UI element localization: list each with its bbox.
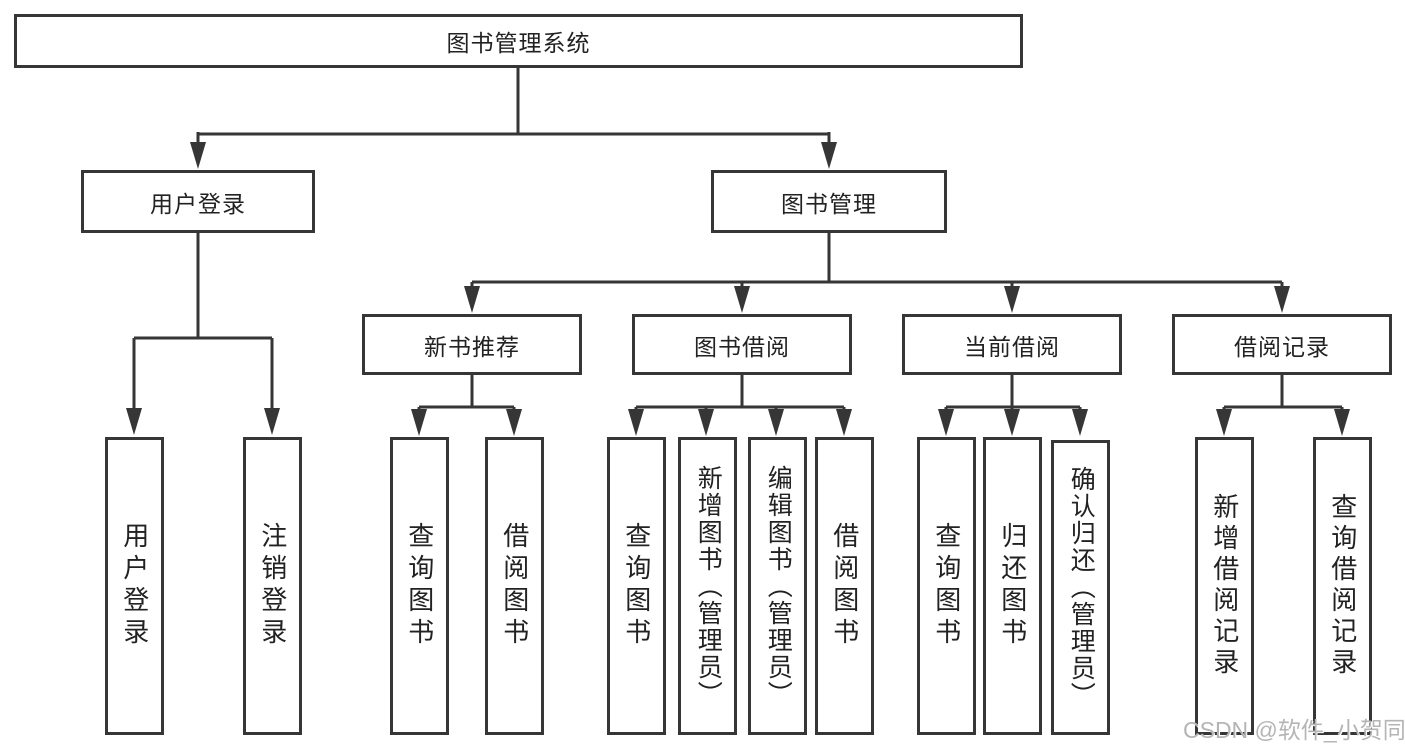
- node-library-management-system: 图书管理系统: [14, 14, 1023, 68]
- watermark: CSDN @软件_小贺同学: [1183, 717, 1405, 743]
- arrowhead-icon: [1274, 286, 1290, 313]
- leaf-logout: 注销登录: [243, 437, 302, 735]
- leaf-label: 借阅图书: [829, 522, 860, 650]
- arrowhead-icon: [628, 409, 644, 436]
- arrowhead-icon: [821, 142, 837, 169]
- connector-user-login-children: [132, 232, 274, 410]
- arrowhead-icon: [506, 409, 522, 436]
- arrowhead-icon: [768, 409, 784, 436]
- leaf-query-borrow-record: 查询借阅记录: [1313, 437, 1372, 735]
- leaf-query-books-2: 查询图书: [607, 437, 666, 735]
- leaf-label: 编辑图书（管理员）: [764, 464, 793, 708]
- leaf-borrow-books-1: 借阅图书: [485, 437, 544, 735]
- arrowhead-icon: [411, 409, 427, 436]
- arrowhead-icon: [126, 408, 142, 435]
- leaf-label: 归还图书: [997, 522, 1028, 650]
- arrowhead-icon: [190, 142, 206, 169]
- node-current-borrowing: 当前借阅: [902, 314, 1122, 375]
- node-new-book-recommend: 新书推荐: [362, 314, 582, 375]
- connector-new-book-children: [417, 375, 516, 411]
- leaf-confirm-return-admin: 确认归还（管理员）: [1051, 440, 1110, 735]
- node-user-login: 用户登录: [81, 170, 315, 233]
- leaf-user-login: 用户登录: [105, 437, 164, 735]
- arrowhead-icon: [698, 409, 714, 436]
- leaf-edit-books-admin: 编辑图书（管理员）: [748, 437, 807, 735]
- leaf-query-books-1: 查询图书: [390, 437, 449, 735]
- arrowhead-icon: [264, 408, 280, 435]
- leaf-query-books-3: 查询图书: [917, 437, 976, 735]
- arrowhead-icon: [734, 286, 750, 313]
- connector-book-mgmt-children: [470, 233, 1284, 288]
- leaf-add-borrow-record: 新增借阅记录: [1195, 437, 1254, 735]
- leaf-label: 确认归还（管理员）: [1067, 466, 1096, 709]
- leaf-label: 新增图书（管理员）: [694, 464, 723, 708]
- arrowhead-icon: [1004, 409, 1020, 436]
- leaf-label: 查询借阅记录: [1327, 493, 1358, 679]
- leaf-label: 用户登录: [119, 522, 150, 650]
- connector-current-borrow-children: [944, 375, 1082, 411]
- arrowhead-icon: [938, 409, 954, 436]
- leaf-borrow-books-2: 借阅图书: [815, 437, 874, 735]
- connector-book-borrow-children: [634, 375, 846, 411]
- leaf-label: 查询图书: [621, 522, 652, 650]
- arrowhead-icon: [1004, 286, 1020, 313]
- arrowhead-icon: [1334, 409, 1350, 436]
- arrowhead-icon: [1072, 409, 1088, 436]
- leaf-add-books-admin: 新增图书（管理员）: [678, 437, 737, 735]
- leaf-label: 新增借阅记录: [1209, 493, 1240, 679]
- connector-borrow-record-children: [1222, 375, 1344, 411]
- leaf-return-books: 归还图书: [983, 437, 1042, 735]
- leaf-label: 查询图书: [931, 522, 962, 650]
- connector-root-to-level2: [196, 68, 831, 144]
- arrowhead-icon: [836, 409, 852, 436]
- node-book-borrowing: 图书借阅: [632, 314, 852, 375]
- arrowhead-icon: [464, 286, 480, 313]
- leaf-label: 借阅图书: [499, 522, 530, 650]
- leaf-label: 注销登录: [257, 522, 288, 650]
- leaf-label: 查询图书: [404, 522, 435, 650]
- arrowhead-icon: [1216, 409, 1232, 436]
- node-book-management: 图书管理: [711, 170, 947, 233]
- node-borrowing-records: 借阅记录: [1172, 314, 1392, 375]
